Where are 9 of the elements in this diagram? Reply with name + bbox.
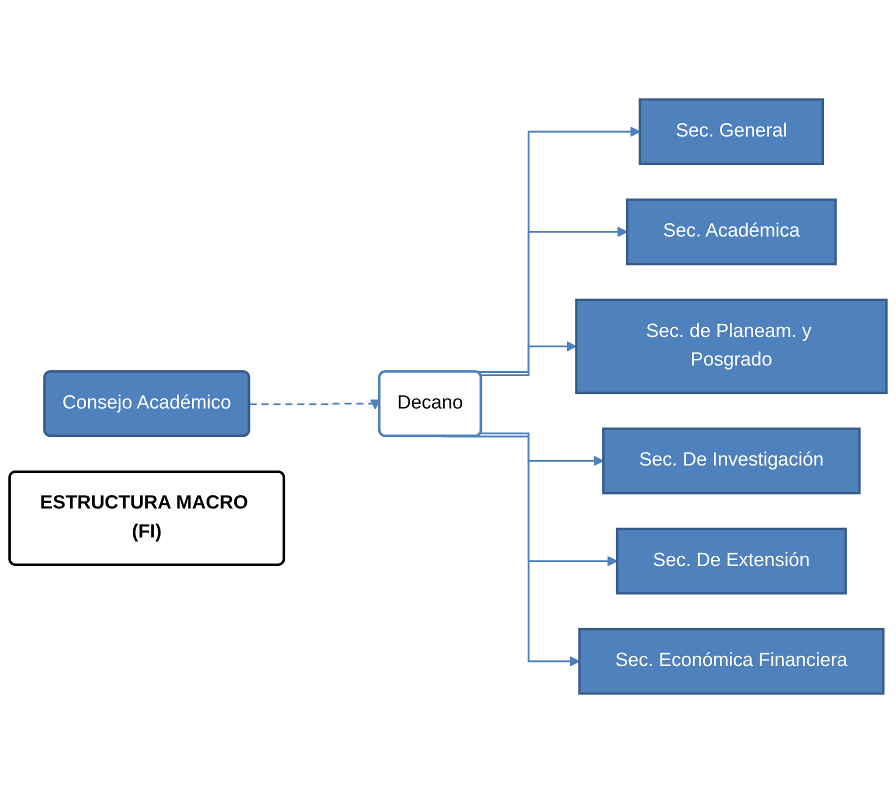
arrow — [250, 398, 380, 410]
node-box: Sec. Académica — [626, 198, 837, 266]
arrow — [480, 341, 577, 376]
arrow — [480, 432, 604, 466]
node-box: Sec. De Extensión — [616, 528, 847, 594]
node-box: Sec. de Planeam. y Posgrado — [575, 298, 888, 394]
node-box: Sec. Económica Financiera — [578, 628, 885, 695]
node-box: Sec. General — [638, 98, 824, 166]
node-box: Sec. De Investigación — [602, 428, 861, 494]
